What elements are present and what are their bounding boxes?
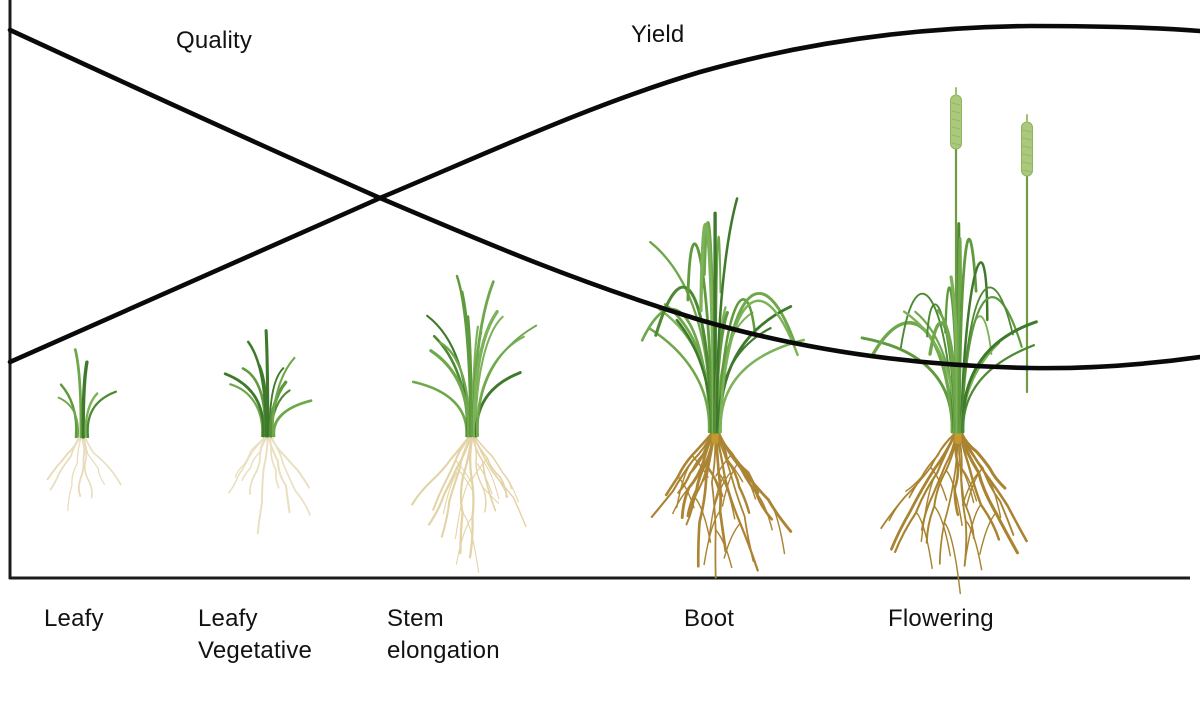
stage-label-stem-elongation: Stem elongation [387, 605, 500, 664]
yield-curve-label: Yield [631, 21, 685, 48]
plant-illustrations [46, 87, 1038, 595]
stage-label-leafy-vegetative: Leafy Vegetative [198, 605, 313, 664]
plant-boot-illustration [640, 197, 806, 579]
yield-curve-line [7, 23, 1200, 365]
quality-curve-line [7, 27, 1200, 371]
stage-label-flowering: Flowering [888, 605, 994, 632]
stage-label-boot: Boot [684, 605, 735, 632]
stage-label-leafy: Leafy [44, 605, 104, 632]
plant-leafy-illustration [46, 348, 122, 512]
plant-flowering-illustration [860, 87, 1038, 595]
plant-leafy-vegetative-illustration [223, 329, 313, 535]
plant-stem-elongation-illustration [411, 274, 538, 573]
quality-curve-label: Quality [176, 27, 253, 54]
